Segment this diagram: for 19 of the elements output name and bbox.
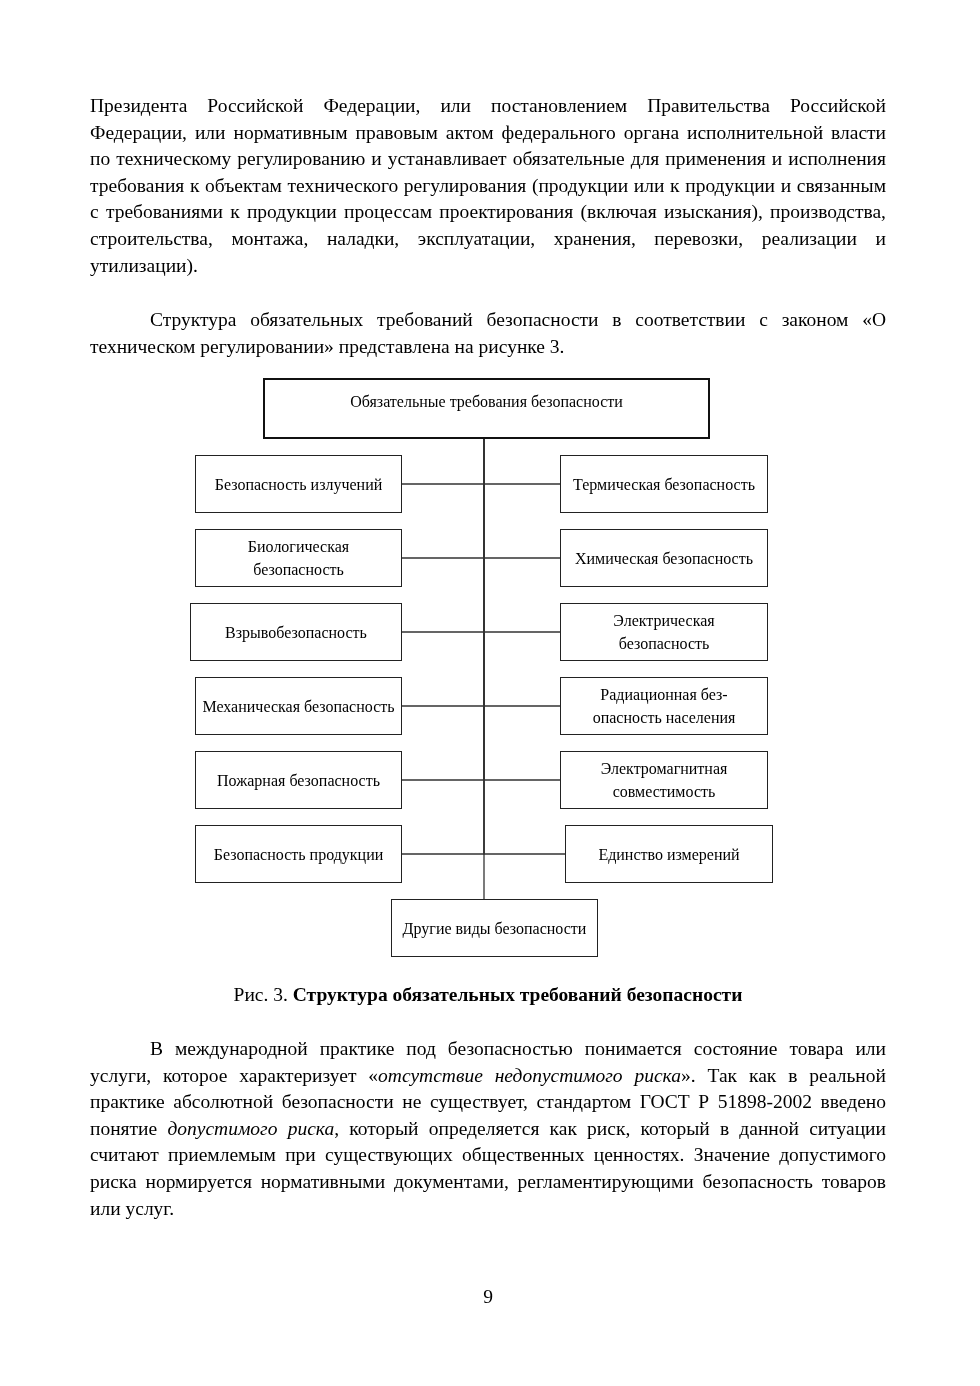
root-box: Обязательные требования безопасности bbox=[263, 378, 710, 439]
category-box: Взрывобезопасность bbox=[190, 603, 402, 661]
category-box: Другие виды безопасности bbox=[391, 899, 598, 957]
category-box: Безопасность продукции bbox=[195, 825, 402, 883]
category-box: Биологическая безопасность bbox=[195, 529, 402, 587]
category-box: Электромагнитная совместимость bbox=[560, 751, 768, 809]
category-box: Химическая безопасность bbox=[560, 529, 768, 587]
paragraph: Президента Российской Федерации, или постановлением Правительства Российской Федерации, или нормативным правовым актом федерального органа исполнительной власти по техническому регулированию и устанавливает обязательные для применения и исполнения требования к объектам технического регулирования (продукции или к продукции и связанным с требованиями к продукции процессам проектирования (включая изыскания), производства, строительства, монтажа, наладки, эксплуатации, хранения, перевозки, реализации и утилизации). bbox=[90, 94, 886, 278]
category-box: Безопасность излучений bbox=[195, 455, 402, 513]
category-box: Электрическая безопасность bbox=[560, 603, 768, 661]
category-box: Пожарная безопасность bbox=[195, 751, 402, 809]
category-box: Механическая безопасность bbox=[195, 677, 402, 735]
page-number: 9 bbox=[482, 1285, 494, 1309]
figure-caption: Рис. 3. Структура обязательных требований безопасности bbox=[232, 983, 744, 1007]
category-box: Радиационная без-опасность населения bbox=[560, 677, 768, 735]
paragraph: Структура обязательных требований безопасности в соответствии с законом «О техническом регулировании» представлена на рисунке 3. bbox=[90, 308, 886, 359]
paragraph: В международной практике под безопасностью понимается состояние товара или услуги, которое характеризует «отсутствие недопустимого риска». Так как в реальной практике абсолютной безопасности не существует, стандартом ГОСТ Р 51898-2002 введено понятие допустимого риска, который определяется как риск, который в данной ситуации считают приемлемым при существующих общественных ценностях. Значение допустимого риска нормируется нормативными документами, регламентирующими безопасность товаров или услуг. bbox=[90, 1037, 886, 1221]
category-box: Единство измерений bbox=[565, 825, 773, 883]
category-box: Термическая безопасность bbox=[560, 455, 768, 513]
